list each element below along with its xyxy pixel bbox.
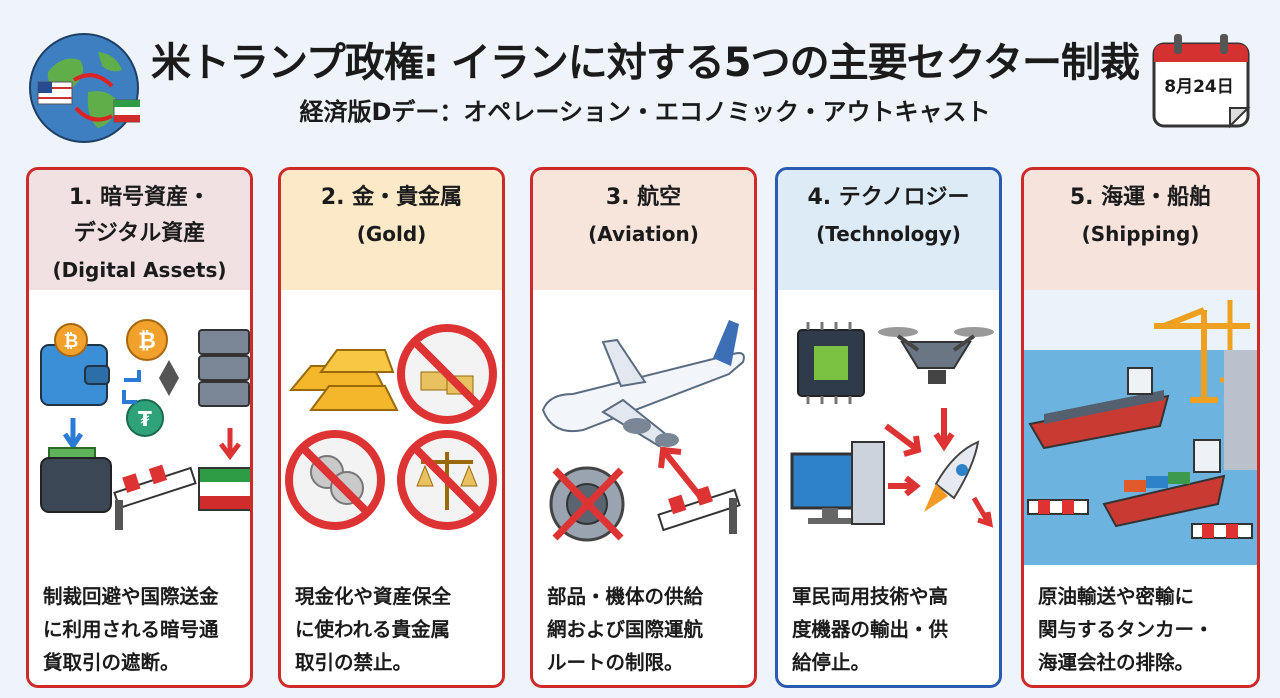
chip-icon bbox=[797, 322, 865, 404]
svg-text:₮: ₮ bbox=[138, 407, 152, 431]
globe-icon bbox=[28, 32, 140, 144]
tanker-ship-icon bbox=[1028, 367, 1170, 450]
sector-card-header: 4. テクノロジー (Technology) bbox=[778, 170, 999, 290]
sector-title-line1: 3. 航空 bbox=[605, 185, 682, 210]
barrier-icon bbox=[657, 486, 741, 534]
desc-line: 網および国際運航 bbox=[547, 618, 704, 641]
rocket-icon bbox=[924, 440, 980, 512]
aviation-illustration bbox=[533, 290, 754, 565]
desc-line: に使われる貴金属 bbox=[295, 618, 451, 641]
jet-engine-icon bbox=[549, 466, 625, 542]
sector-card-header: 2. 金・貴金属 (Gold) bbox=[281, 170, 502, 290]
sector-title-en: (Gold) bbox=[356, 222, 427, 246]
desc-line: 部品・機体の供給 bbox=[547, 585, 704, 608]
calendar-icon bbox=[1150, 30, 1254, 130]
page-subtitle: 経済版Dデー：オペレーション・エコノミック・アウトキャスト bbox=[299, 98, 991, 126]
sector-card-shipping: 5. 海運・船舶 (Shipping) bbox=[1021, 167, 1260, 688]
sector-card-aviation: 3. 航空 (Aviation) bbox=[530, 167, 757, 688]
sector-card-header: 5. 海運・船舶 (Shipping) bbox=[1024, 170, 1257, 290]
sector-title-line1: 4. テクノロジー bbox=[807, 185, 970, 210]
calendar-date: 8月24日 bbox=[1164, 77, 1234, 97]
sector-title-en: (Technology) bbox=[816, 222, 961, 246]
sector-card-technology: 4. テクノロジー (Technology) bbox=[775, 167, 1002, 688]
sector-card-gold: 2. 金・貴金属 (Gold) bbox=[278, 167, 505, 688]
desc-line: 貨取引の遮断。 bbox=[43, 651, 180, 674]
page-title: 米トランプ政権: イランに対する5つの主要セクター制裁 bbox=[151, 40, 1140, 86]
desc-line: 制裁回避や国際送金 bbox=[43, 585, 219, 608]
sector-title-line1: 1. 暗号資産・ bbox=[68, 185, 211, 210]
sector-title-line2: デジタル資産 bbox=[73, 221, 206, 246]
airplane-icon bbox=[541, 320, 745, 448]
sector-description: 原油輸送や密輸に 関与するタンカー・ 海運会社の排除。 bbox=[1038, 580, 1243, 679]
sector-description: 軍民両用技術や高 度機器の輸出・供 給停止。 bbox=[792, 580, 997, 679]
sector-title-en: (Digital Assets) bbox=[52, 258, 227, 282]
desc-line: 取引の禁止。 bbox=[295, 651, 413, 674]
sector-cards: 1. 暗号資産・ デジタル資産 (Digital Assets) ₿ ₿ ₮ bbox=[26, 167, 1260, 688]
sector-title-en: (Aviation) bbox=[588, 222, 699, 246]
technology-illustration bbox=[778, 290, 999, 565]
prohibited-icon bbox=[397, 324, 497, 424]
desc-line: 関与するタンカー・ bbox=[1038, 618, 1214, 641]
desc-line: 度機器の輸出・供 bbox=[792, 618, 949, 641]
sector-card-header: 1. 暗号資産・ デジタル資産 (Digital Assets) bbox=[29, 170, 250, 290]
sector-description: 制裁回避や国際送金 に利用される暗号通 貨取引の遮断。 bbox=[43, 580, 248, 679]
sector-title-line1: 5. 海運・船舶 bbox=[1069, 185, 1212, 210]
iran-flag-icon bbox=[198, 467, 250, 511]
sector-card-header: 3. 航空 (Aviation) bbox=[533, 170, 754, 290]
barrier-icon bbox=[113, 464, 197, 530]
drone-icon bbox=[878, 327, 994, 384]
computer-icon bbox=[790, 441, 885, 525]
desc-line: ルートの制限。 bbox=[547, 651, 684, 674]
desc-line: 現金化や資産保全 bbox=[295, 585, 452, 608]
sector-card-digital-assets: 1. 暗号資産・ デジタル資産 (Digital Assets) ₿ ₿ ₮ bbox=[26, 167, 253, 688]
prohibited-icon bbox=[285, 430, 385, 530]
sector-title-en: (Shipping) bbox=[1081, 222, 1200, 246]
svg-text:₿: ₿ bbox=[64, 331, 79, 352]
shipping-illustration bbox=[1024, 290, 1257, 565]
desc-line: に利用される暗号通 bbox=[43, 618, 219, 641]
gold-bar-icon bbox=[288, 349, 399, 411]
tanker-ship-icon bbox=[1102, 439, 1226, 528]
sector-title-line1: 2. 金・貴金属 bbox=[320, 185, 463, 210]
crane-icon bbox=[1154, 300, 1257, 470]
svg-text:₿: ₿ bbox=[138, 329, 156, 354]
sector-description: 部品・機体の供給 網および国際運航 ルートの制限。 bbox=[547, 580, 752, 679]
desc-line: 軍民両用技術や高 bbox=[792, 585, 949, 608]
barrier-icon bbox=[1027, 499, 1253, 539]
bitcoin-icon: ₿ ₿ bbox=[54, 319, 168, 361]
prohibited-icon bbox=[397, 430, 497, 530]
digital-assets-illustration: ₿ ₿ ₮ bbox=[29, 290, 250, 565]
wallet-icon bbox=[40, 344, 110, 406]
server-icon bbox=[198, 329, 250, 407]
desc-line: 給停止。 bbox=[792, 651, 871, 674]
gold-illustration bbox=[281, 290, 502, 565]
sector-description: 現金化や資産保全 に使われる貴金属 取引の禁止。 bbox=[295, 580, 500, 679]
desc-line: 原油輸送や密輸に bbox=[1038, 585, 1195, 608]
desc-line: 海運会社の排除。 bbox=[1038, 651, 1195, 674]
